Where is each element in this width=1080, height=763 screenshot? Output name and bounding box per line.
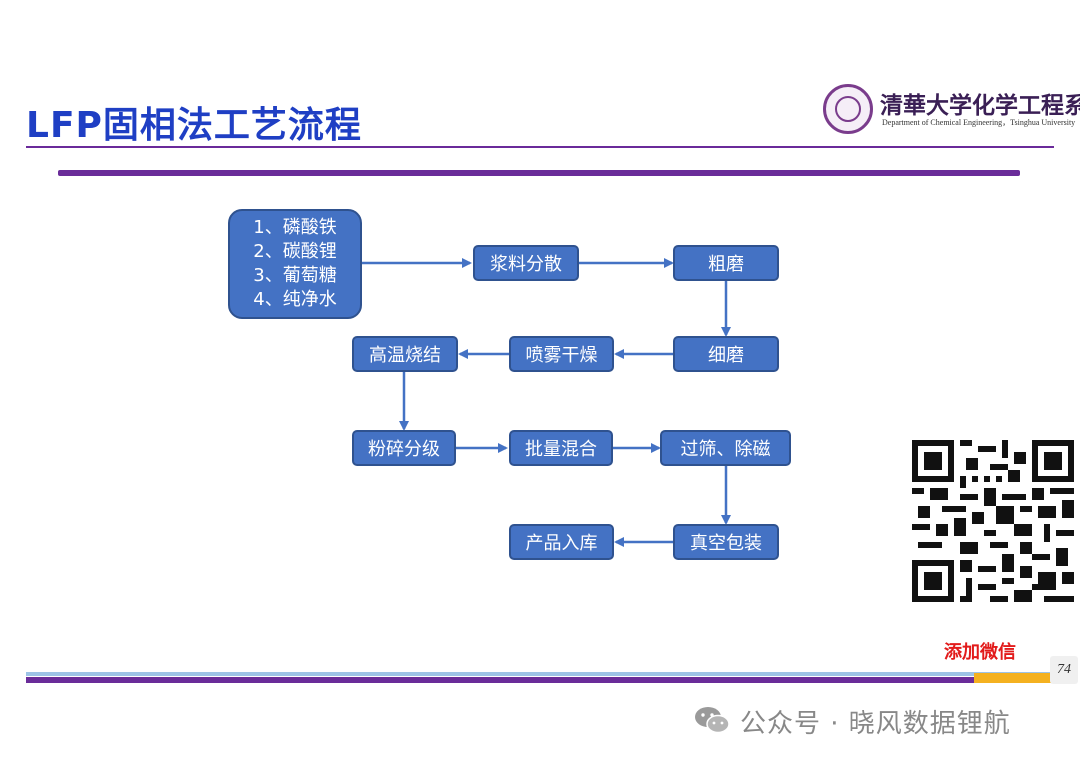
wechat-icon	[695, 707, 730, 734]
header-divider	[26, 146, 1054, 148]
material-item: 3、葡萄糖	[253, 265, 337, 286]
add-wechat-caption: 添加微信	[944, 642, 1016, 663]
accent-bar	[58, 170, 1020, 176]
watermark-text: 公众号 · 晓风数据锂航	[740, 709, 1011, 739]
logo-department-name: 清華大学化学工程系	[880, 92, 1080, 119]
product-storage-box: 产品入库	[509, 524, 614, 560]
spray-drying-box: 喷雾干燥	[509, 336, 614, 372]
coarse-grinding-box: 粗磨	[673, 245, 779, 281]
fine-grinding-box: 细磨	[673, 336, 779, 372]
qr-code[interactable]	[912, 440, 1074, 602]
footer-line-purple	[26, 677, 974, 683]
raw-materials-box: 1、磷酸铁 2、碳酸锂 3、葡萄糖 4、纯净水	[228, 209, 362, 319]
sieving-demagnetizing-box: 过筛、除磁	[660, 430, 791, 466]
material-item: 1、磷酸铁	[253, 217, 337, 238]
page-title: LFP固相法工艺流程	[26, 105, 362, 146]
high-temp-sintering-box: 高温烧结	[352, 336, 458, 372]
footer-line-orange	[974, 673, 1054, 683]
vacuum-packaging-box: 真空包装	[673, 524, 779, 560]
slurry-dispersion-box: 浆料分散	[473, 245, 579, 281]
material-item: 2、碳酸锂	[253, 241, 337, 262]
page-number: 74	[1050, 656, 1078, 684]
crushing-classification-box: 粉碎分级	[352, 430, 456, 466]
material-item: 4、纯净水	[253, 289, 337, 310]
batch-mixing-box: 批量混合	[509, 430, 613, 466]
footer-line-blue	[26, 672, 1054, 676]
university-seal-logo	[823, 84, 873, 134]
logo-department-english: Department of Chemical Engineering，Tsing…	[882, 118, 1076, 127]
